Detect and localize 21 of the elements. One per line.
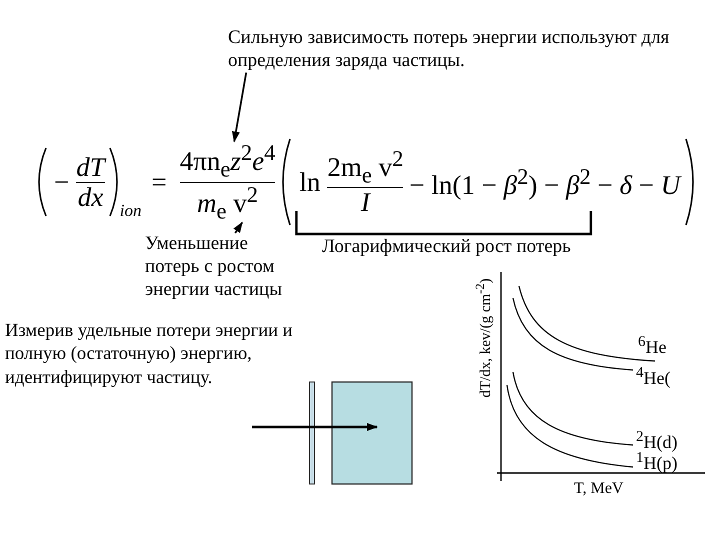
- formula-term: m$_{e}$ v$^{2}$: [197, 182, 258, 223]
- leader-arrow: [233, 222, 243, 234]
- formula-term: dx: [78, 182, 104, 211]
- formula-term: ln: [299, 168, 320, 196]
- equals-sign: =: [152, 168, 167, 196]
- curve-label: $^{6}$He: [638, 334, 666, 358]
- leader-arrow: [232, 72, 248, 142]
- formula-term: − ln(1 − β$^{2}$) − β$^{2}$ − δ − U: [409, 164, 680, 200]
- curve-label: $^{2}$H(d): [636, 429, 678, 452]
- formula-term: dT: [76, 153, 105, 182]
- curve-label: $^{4}$He(: [636, 365, 670, 389]
- minus-sign: −: [54, 168, 70, 196]
- annotation-text: Измерив удельные потери энергии и полную (остаточную) энергию, идентифицируют частицу.: [5, 320, 294, 390]
- axis-title: T, MeV: [574, 480, 624, 498]
- annotation-text: Сильную зависимость потерь энергии используют для определения заряда частицы.: [228, 27, 688, 73]
- annotation-text: Уменьшение потерь с ростом энергии частицы: [145, 233, 285, 302]
- subscript-text: ion: [120, 202, 142, 220]
- annotation-text: Логарифмический рост потерь: [322, 237, 571, 258]
- formula-term: 4πn$_{e}$z$^{2}$e$^{4}$: [180, 141, 276, 182]
- formula-term: 2m$_{e}$ v$^{2}$: [327, 147, 404, 188]
- formula-term: I: [360, 188, 370, 217]
